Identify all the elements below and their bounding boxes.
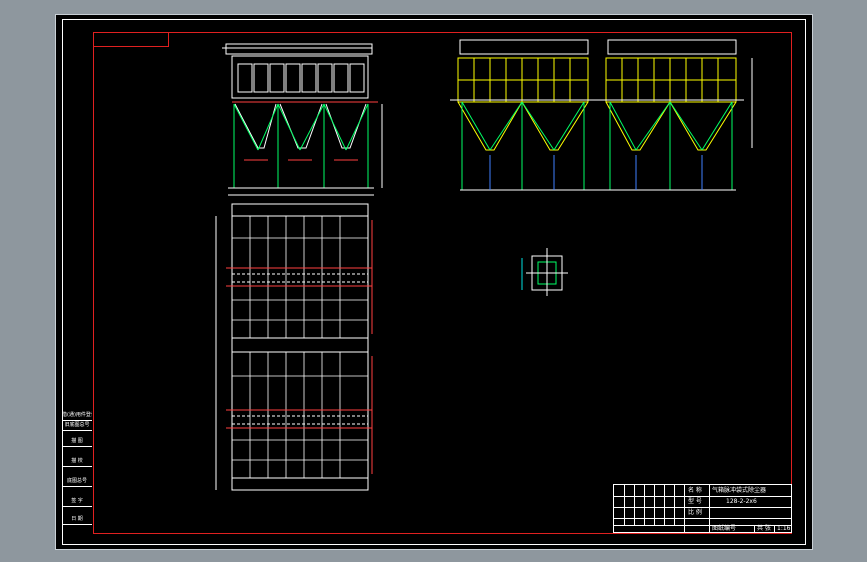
plan-view	[215, 203, 373, 491]
cad-viewport[interactable]	[55, 14, 813, 550]
strip-cell: 签 字	[62, 496, 92, 507]
tb-label-name: 名 称	[688, 487, 702, 494]
tb-label-scale: 比 例	[688, 509, 702, 516]
corner-label-box	[93, 32, 169, 47]
strip-cell: 旧底图总号	[62, 420, 92, 431]
strip-cell: 描 图	[62, 436, 92, 447]
front-elevation	[222, 43, 383, 196]
strip-cell: 底图总号	[62, 476, 92, 487]
drawing-frame	[62, 19, 806, 545]
drawing-model: 128-2-2x6	[726, 498, 757, 505]
drawing-title: 气箱脉冲袋式除尘器	[712, 487, 767, 494]
strip-cell: 描 校	[62, 456, 92, 467]
title-block: 名 称 气箱脉冲袋式除尘器 型 号 128-2-2x6 比 例 图纸编号 共 张…	[613, 484, 792, 533]
tb-footer: 图纸编号	[712, 525, 737, 532]
drawing-border	[93, 32, 792, 534]
side-elevation	[450, 39, 753, 191]
strip-cell: 借(通)用件登记	[62, 410, 92, 421]
left-signature-strip: 借(通)用件登记 旧底图总号 描 图 描 校 底图总号 签 字 日 期	[62, 410, 93, 543]
tb-sheet: 共 张	[757, 525, 771, 532]
tb-scale: 1:16	[777, 525, 791, 532]
detail-view	[521, 248, 568, 296]
strip-cell: 日 期	[62, 514, 92, 525]
tb-label-model: 型 号	[688, 498, 702, 505]
